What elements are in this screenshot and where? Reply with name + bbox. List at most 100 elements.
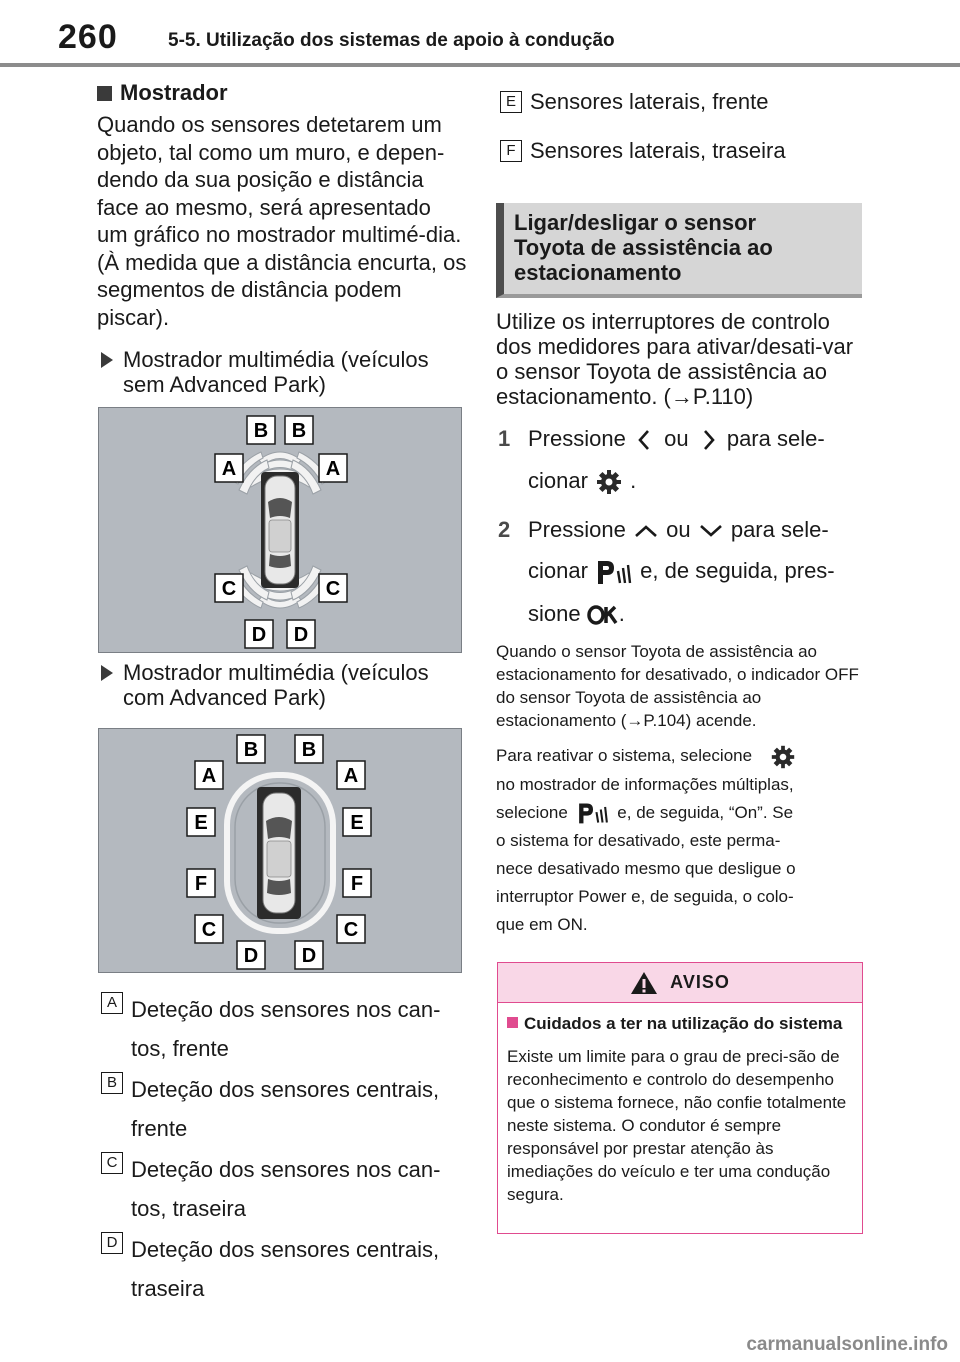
legend-key-f: F — [500, 140, 522, 162]
note-2-a: Para reativar o sistema, selecione — [496, 746, 753, 766]
step-2-text-e: sione — [528, 601, 581, 627]
header-rule — [0, 63, 960, 67]
note-2-e: o sistema for desativado, este perma- — [496, 830, 781, 850]
figure-without-advanced-park: B B A A C C D D — [98, 407, 462, 653]
left-column: Mostrador Quando os sensores detetarem u… — [97, 78, 467, 397]
fig2-label-b-right: B — [302, 739, 316, 761]
car-top-view — [261, 472, 299, 588]
step-2: 2 Pressione ou para sele- cionar e, de s… — [496, 517, 864, 627]
warning-subtitle: Cuidados a ter na utilização do sistema — [524, 1014, 843, 1033]
fig2-label-e-right: E — [350, 812, 363, 834]
car-top-view — [257, 787, 301, 919]
fig2-label-a-left: A — [202, 765, 216, 787]
note-2-f: nece desativado mesmo que desligue o — [496, 858, 796, 878]
legend-text-d: Deteção dos sensores centrais, traseira — [131, 1237, 440, 1301]
fig1-label-a-right: A — [326, 458, 340, 480]
section-heading-line-1: Ligar/desligar o sensor — [514, 210, 757, 235]
warning-body: Existe um limite para o grau de preci-sã… — [507, 1047, 847, 1204]
fig2-label-d-left: D — [244, 945, 258, 967]
arrow-bullet-icon — [101, 352, 113, 368]
warning-box: AVISO Cuidados a ter na utilização do si… — [497, 962, 863, 1234]
step-2-or: ou — [666, 517, 691, 543]
fig2-label-a-right: A — [344, 765, 358, 787]
ok-icon — [586, 605, 618, 626]
sub-heading-2-text: Mostrador multimédia (veículos com Advan… — [123, 660, 429, 710]
gear-icon — [771, 745, 794, 768]
sub-heading-2: Mostrador multimédia (veículos com Advan… — [97, 660, 467, 710]
page-header: 260 5-5. Utilização dos sistemas de apoi… — [0, 0, 960, 70]
legend-item-f: F Sensores laterais, traseira — [496, 138, 866, 164]
fig1-label-d-right: D — [294, 624, 308, 646]
legend-list: A Deteção dos sensores nos can-tos, fren… — [97, 990, 467, 1308]
warning-subheading: Cuidados a ter na utilização do sistema — [498, 1003, 862, 1035]
fig1-label-b-right: B — [292, 420, 306, 442]
fig2-label-e-left: E — [194, 812, 207, 834]
legend-text-e: Sensores laterais, frente — [530, 89, 769, 114]
note-off-indicator: Quando o sensor Toyota de assistência ao… — [496, 642, 859, 731]
note-2-b: no mostrador de informações múltiplas, — [496, 774, 794, 794]
fig2-label-b-left: B — [244, 739, 258, 761]
step-2-text-a: Pressione — [528, 517, 626, 543]
step-1: 1 Pressione ou para sele- cionar . — [496, 426, 864, 497]
sensor-diagram-1: B B A A C C D D — [214, 415, 348, 649]
watermark: carmanualsonline.info — [746, 1334, 948, 1355]
legend-key-a: A — [101, 992, 123, 1014]
square-bullet-icon — [507, 1017, 518, 1028]
step-2-end: . — [618, 601, 625, 627]
note-2-h: que em ON. — [496, 914, 588, 934]
step-1-text-c: cionar — [528, 468, 588, 493]
warning-title: AVISO — [670, 972, 730, 992]
step-1-text-b: para sele- — [726, 426, 825, 451]
right-column-body: Utilize os interruptores de controlo dos… — [496, 309, 864, 939]
legend-text-a: Deteção dos sensores nos can-tos, frente — [131, 997, 441, 1061]
legend-key-b: B — [101, 1072, 123, 1094]
chevron-right-icon — [703, 430, 715, 451]
page-number: 260 — [58, 18, 118, 56]
legend-list-right: E Sensores laterais, frente F Sensores l… — [496, 89, 866, 164]
section-heading-line-2: Toyota de assistência ao — [514, 235, 773, 260]
warning-header: AVISO — [498, 963, 862, 1003]
legend-item-d: D Deteção dos sensores centrais, traseir… — [97, 1230, 467, 1308]
note-reactivate: Para reativar o sistema, selecione no mo… — [496, 742, 864, 939]
legend-item-b: B Deteção dos sensores centrais, frente — [97, 1070, 467, 1148]
note-2-c: selecione — [496, 802, 568, 822]
chevron-down-icon — [699, 525, 722, 538]
step-2-text-c: cionar — [528, 558, 588, 583]
legend-item-c: C Deteção dos sensores nos can-tos, tras… — [97, 1150, 467, 1228]
fig1-label-c-right: C — [326, 578, 340, 600]
sensor-diagram-2: B B A A E E F F C C D D — [186, 734, 372, 970]
chevron-up-icon — [635, 525, 657, 538]
note-2-d: e, de seguida, “On”. Se — [617, 802, 794, 822]
legend-text-b: Deteção dos sensores centrais, frente — [131, 1077, 440, 1141]
sub-heading-1: Mostrador multimédia (veículos sem Advan… — [97, 347, 467, 397]
arrow-bullet-icon — [101, 665, 113, 681]
step-2-text-b: para sele- — [730, 517, 829, 543]
legend-text-f: Sensores laterais, traseira — [530, 138, 786, 163]
section-title: 5-5. Utilização dos sistemas de apoio à … — [168, 30, 615, 51]
fig1-label-c-left: C — [222, 578, 236, 600]
step-2-number: 2 — [498, 517, 511, 543]
parking-sensor-icon — [598, 561, 632, 585]
legend-key-c: C — [101, 1152, 123, 1174]
legend-key-e: E — [500, 91, 522, 113]
legend-item-a: A Deteção dos sensores nos can-tos, fren… — [97, 990, 467, 1068]
fig2-label-c-left: C — [202, 919, 216, 941]
step-1-end: . — [630, 468, 637, 493]
gear-icon — [597, 470, 622, 495]
display-title: Mostrador — [120, 80, 228, 105]
square-bullet-icon — [97, 85, 112, 101]
display-body: Quando os sensores detetarem um objeto, … — [97, 112, 467, 330]
display-heading: Mostrador — [97, 78, 467, 108]
fig1-label-b-left: B — [254, 420, 268, 442]
section-heading-line-3: estacionamento — [514, 260, 682, 285]
legend-item-e: E Sensores laterais, frente — [496, 89, 866, 115]
warning-triangle-icon — [631, 971, 658, 994]
chevron-left-icon — [638, 430, 649, 451]
parking-sensor-icon — [578, 803, 608, 824]
step-2-text-d: e, de seguida, pres- — [640, 558, 835, 583]
fig1-label-d-left: D — [252, 624, 266, 646]
note-2-g: interruptor Power e, de seguida, o colo- — [496, 886, 794, 906]
step-1-text-a: Pressione — [528, 426, 626, 451]
fig1-label-a-left: A — [222, 458, 236, 480]
fig2-label-d-right: D — [302, 945, 316, 967]
